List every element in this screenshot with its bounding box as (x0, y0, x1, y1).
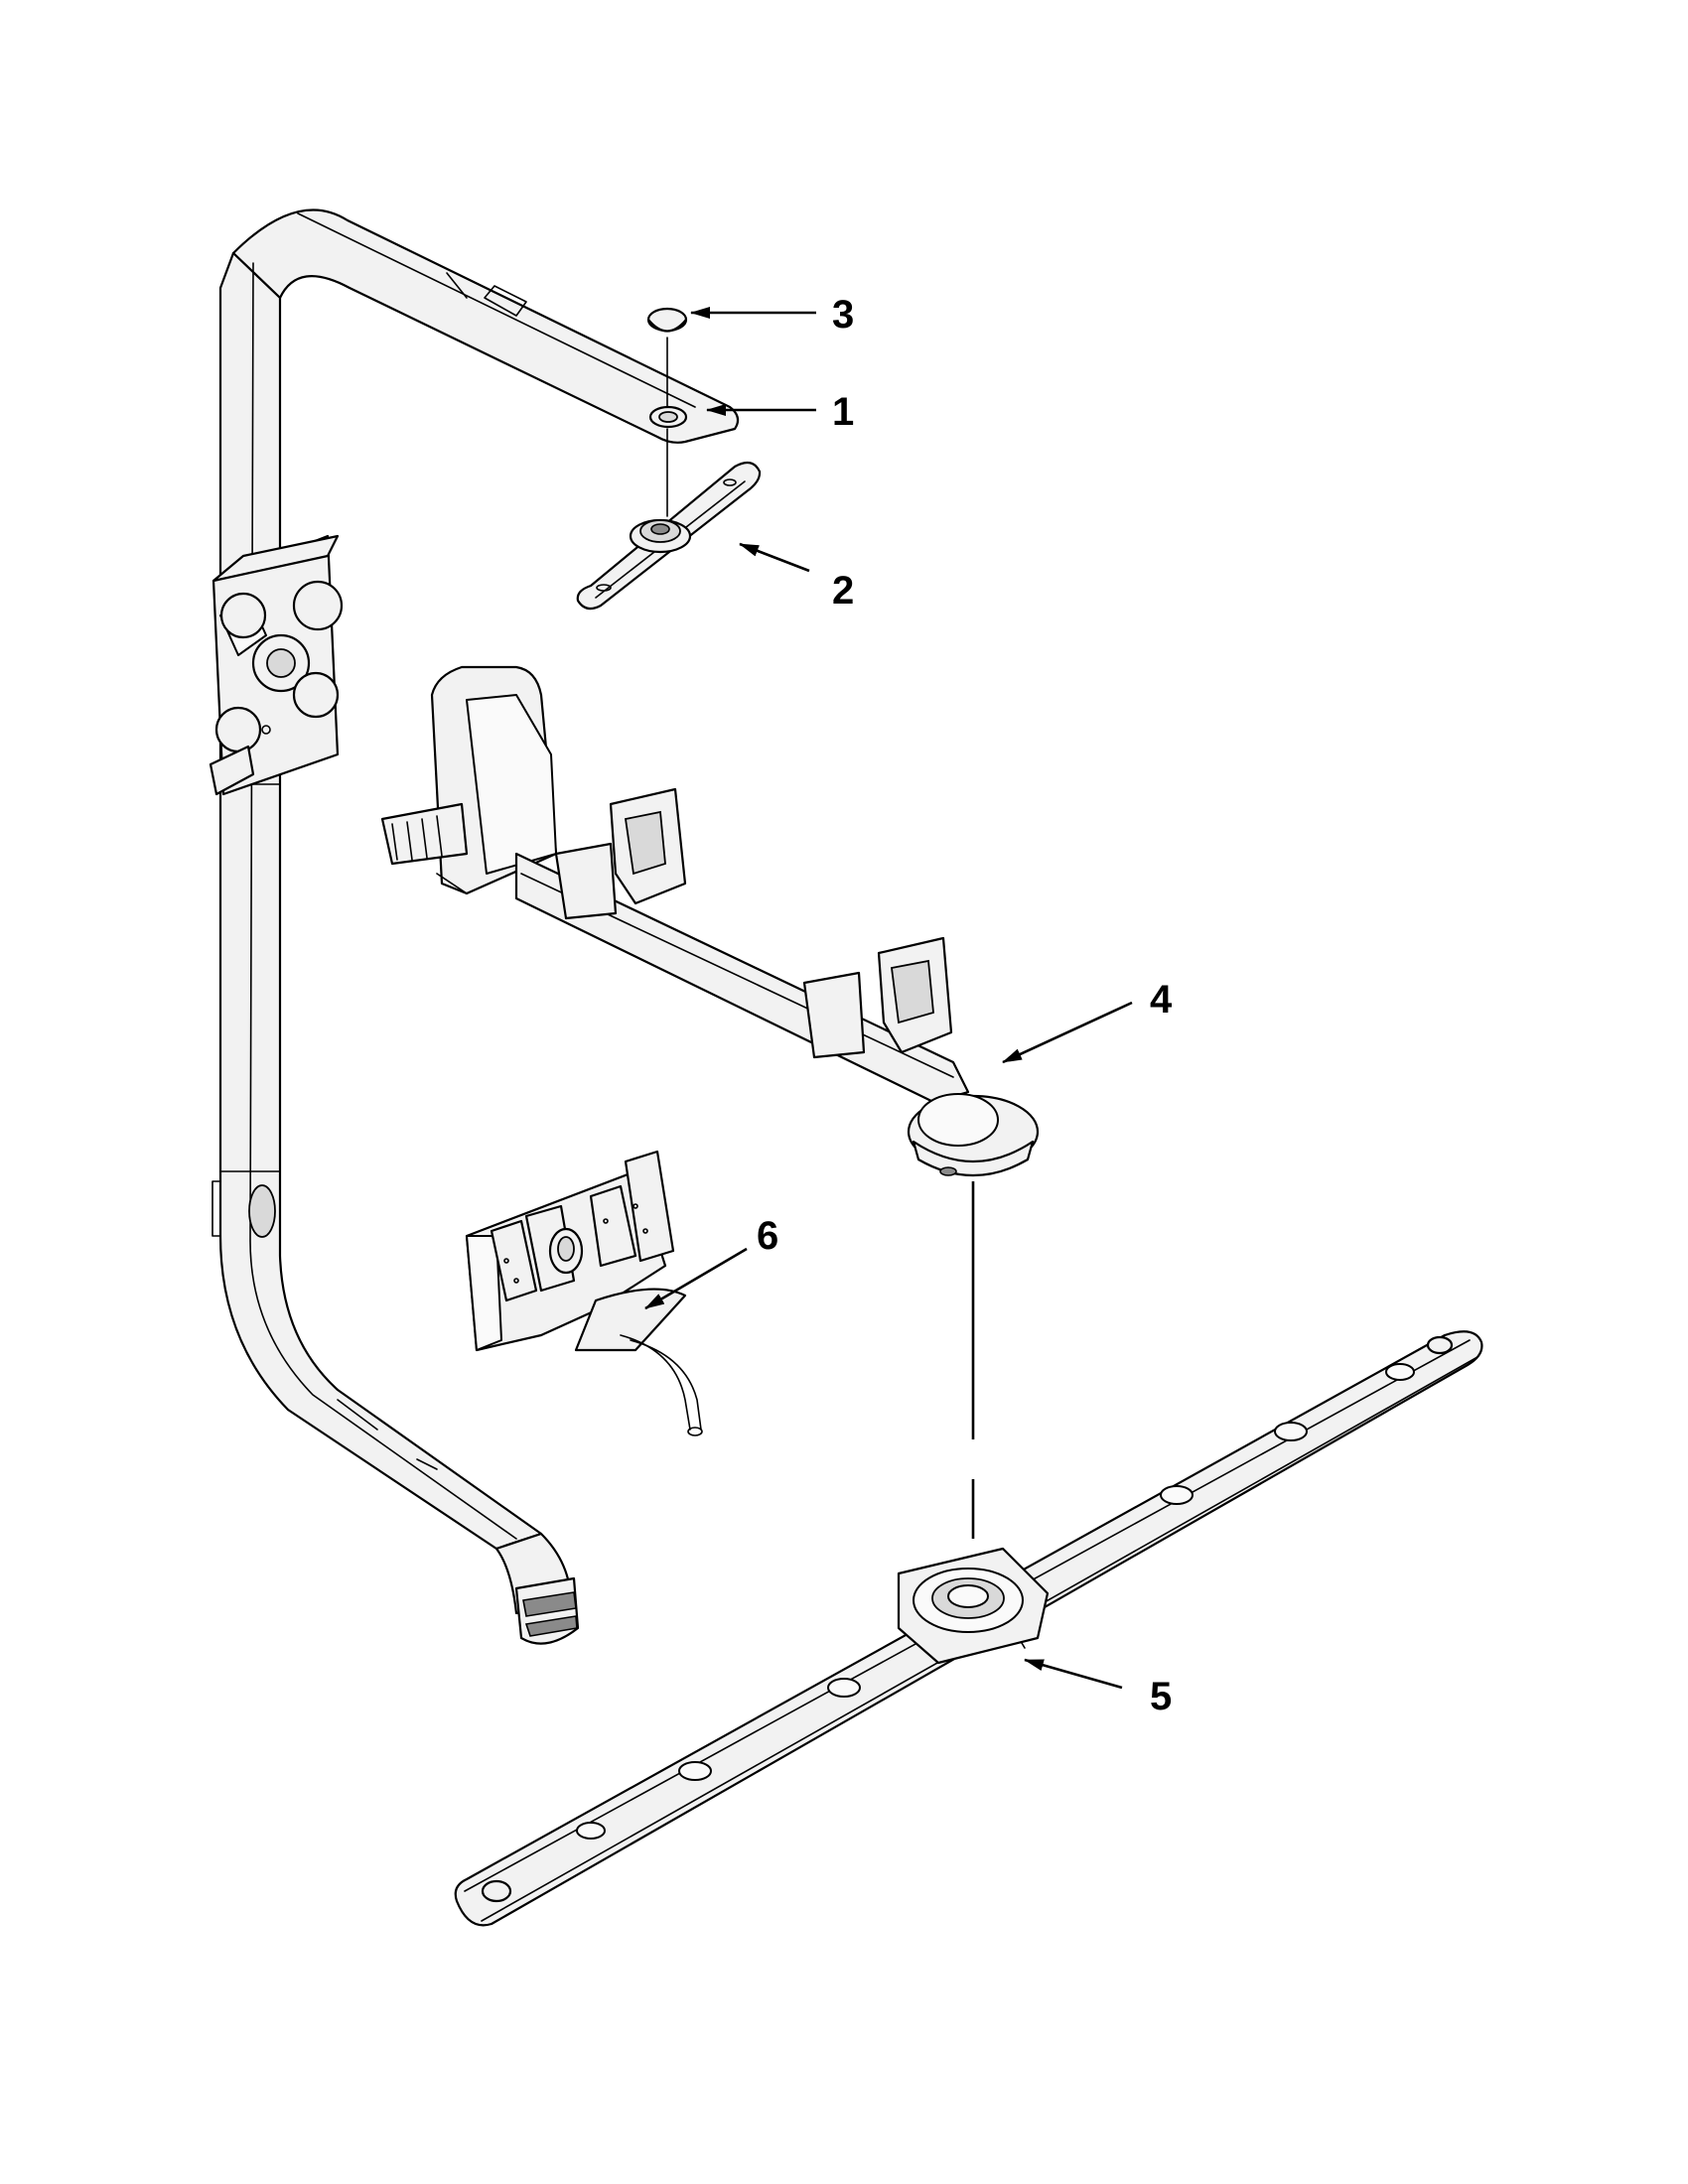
callout-numbers: 3 1 2 4 6 5 (757, 293, 1173, 1718)
leader-2 (739, 542, 810, 573)
part-4-manifold (380, 665, 1040, 1177)
supply-tube (211, 208, 740, 1645)
part-5-lower-spray-arm (454, 1330, 1483, 1927)
callout-1: 1 (832, 390, 854, 434)
callout-6: 6 (757, 1214, 778, 1258)
part-6-element (465, 1150, 703, 1436)
leader-4 (1002, 1001, 1133, 1064)
tube-bracket (209, 534, 344, 796)
callout-2: 2 (832, 569, 854, 613)
part-1-arm-tip (648, 405, 688, 429)
callout-3: 3 (832, 293, 854, 337)
part-2-spray-arm (576, 428, 762, 611)
callout-4: 4 (1150, 978, 1173, 1022)
leader-6 (644, 1247, 748, 1310)
part-3-cap (646, 307, 688, 418)
callout-leaders (644, 307, 1133, 1690)
leader-5 (1024, 1658, 1123, 1690)
callout-5: 5 (1150, 1675, 1172, 1718)
